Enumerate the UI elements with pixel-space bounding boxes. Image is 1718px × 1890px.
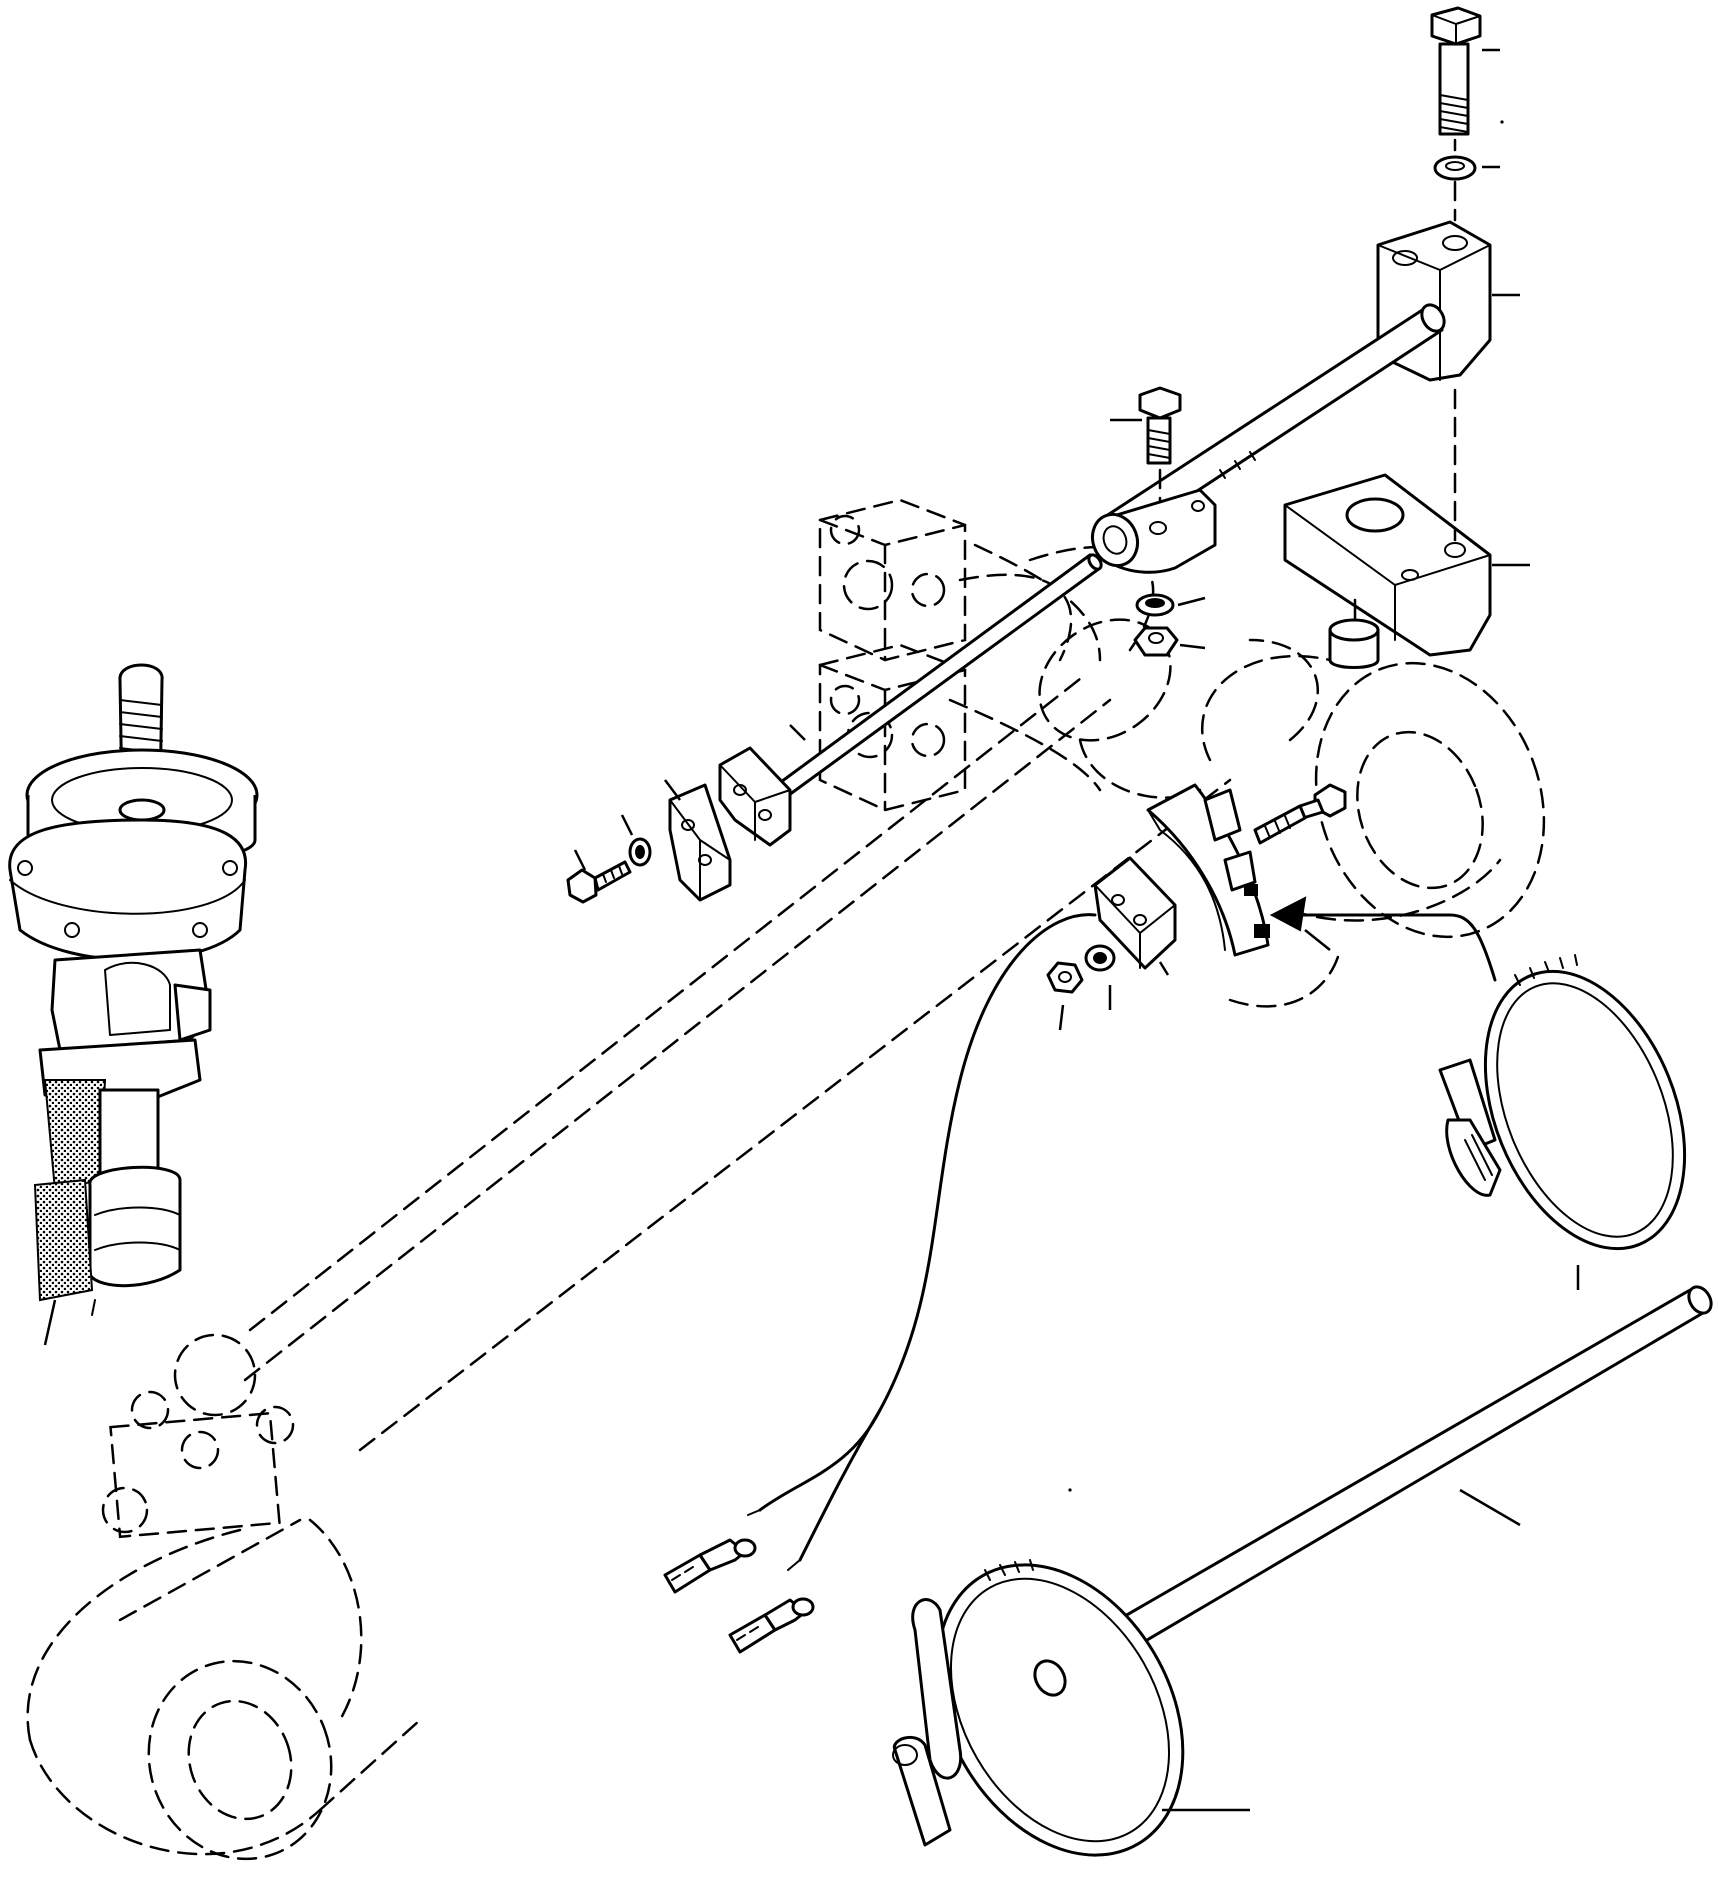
wiring-harness xyxy=(747,913,1097,1571)
dot-mark xyxy=(1068,1488,1072,1492)
end-block xyxy=(718,746,792,847)
hose-clamp-lower xyxy=(892,1559,1185,1857)
hydraulic-cylinder xyxy=(26,498,1546,1861)
arrow-icon xyxy=(1269,896,1497,982)
clevis-bolt xyxy=(1138,386,1182,465)
hex-bolt-top xyxy=(1430,6,1482,136)
sensor-bolt xyxy=(1253,783,1347,845)
small-washer xyxy=(628,837,652,867)
bushing xyxy=(1328,618,1380,669)
sensor-block xyxy=(1093,856,1177,970)
clevis-clamp xyxy=(1090,488,1217,574)
sensor-nut xyxy=(1046,961,1084,994)
sensor-washer xyxy=(1084,944,1116,972)
sensor-switch xyxy=(1146,783,1270,957)
screw xyxy=(566,860,632,904)
connector-terminals xyxy=(663,1538,815,1654)
bracket-plate xyxy=(1283,473,1492,657)
dot-mark xyxy=(1500,120,1504,124)
control-valve xyxy=(8,663,259,1316)
nut xyxy=(1133,626,1179,657)
hose-clamp-upper xyxy=(1438,954,1687,1251)
lock-washer-top xyxy=(1433,155,1477,181)
washer xyxy=(1135,593,1175,617)
end-block-front xyxy=(668,783,732,902)
